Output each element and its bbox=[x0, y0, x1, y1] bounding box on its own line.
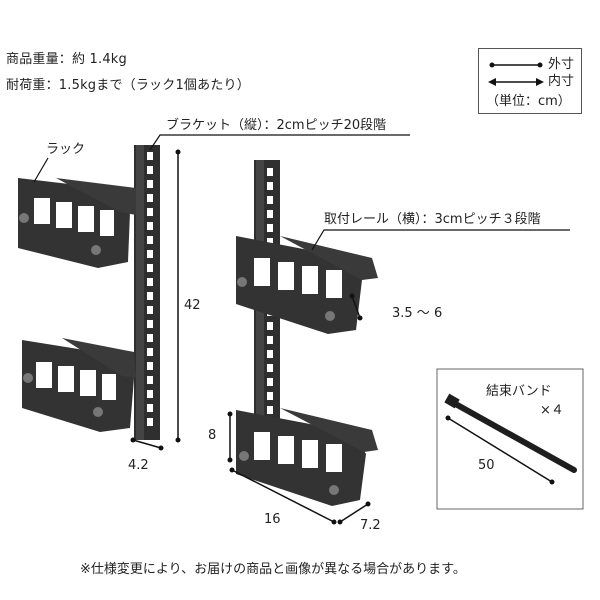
bracket-width-dimension bbox=[130, 437, 164, 451]
rail-label: 取付レール（横）：3cmピッチ３段階 bbox=[324, 212, 541, 227]
rack-leader bbox=[33, 157, 49, 183]
right-rack-lower bbox=[236, 408, 378, 506]
band-length-dimension bbox=[445, 415, 555, 485]
dim-bracket-width: 4.2 bbox=[128, 458, 149, 473]
bracket-leader bbox=[149, 134, 410, 151]
cable-tie-image bbox=[444, 393, 577, 473]
legend-unit: （単位：cm） bbox=[486, 94, 571, 109]
rack-depth-dimension bbox=[337, 501, 371, 525]
rail-leader bbox=[311, 229, 570, 251]
dim-height: 42 bbox=[184, 298, 201, 313]
dim-rack-height: 8 bbox=[208, 428, 217, 443]
dimension-legend bbox=[478, 48, 582, 114]
rack-label: ラック bbox=[46, 142, 86, 157]
rack-width-dimension bbox=[229, 467, 337, 525]
footnote: ※仕様変更により、お届けの商品と画像が異なる場合があります。 bbox=[80, 562, 466, 577]
right-rack-upper bbox=[236, 236, 378, 334]
height-dimension bbox=[175, 149, 181, 443]
load-spec: 耐荷重：1.5kgまで（ラック1個あたり） bbox=[6, 78, 250, 93]
legend-arrows bbox=[488, 62, 544, 86]
dim-rack-depth: 7.2 bbox=[360, 518, 381, 533]
rack-height-dimension bbox=[227, 411, 233, 463]
dim-depth-range: 3.5 ～ 6 bbox=[392, 306, 443, 321]
legend-outer: 外寸 bbox=[548, 57, 575, 72]
legend-inner: 内寸 bbox=[548, 74, 575, 89]
left-bracket bbox=[134, 145, 160, 440]
band-count: ×４ bbox=[540, 403, 564, 418]
band-label: 結束バンド bbox=[486, 384, 552, 399]
bracket-holes bbox=[147, 152, 153, 426]
dim-band-length: 50 bbox=[478, 458, 495, 473]
weight-spec: 商品重量：約 1.4kg bbox=[6, 52, 127, 67]
band-inset-frame bbox=[436, 368, 584, 510]
dim-rack-width: 16 bbox=[264, 512, 281, 527]
left-rack-upper bbox=[18, 178, 136, 268]
depth-range-dimension bbox=[349, 293, 363, 321]
bracket-label: ブラケット（縦）：2cmピッチ20段階 bbox=[166, 118, 387, 133]
left-rack-lower bbox=[22, 338, 136, 432]
